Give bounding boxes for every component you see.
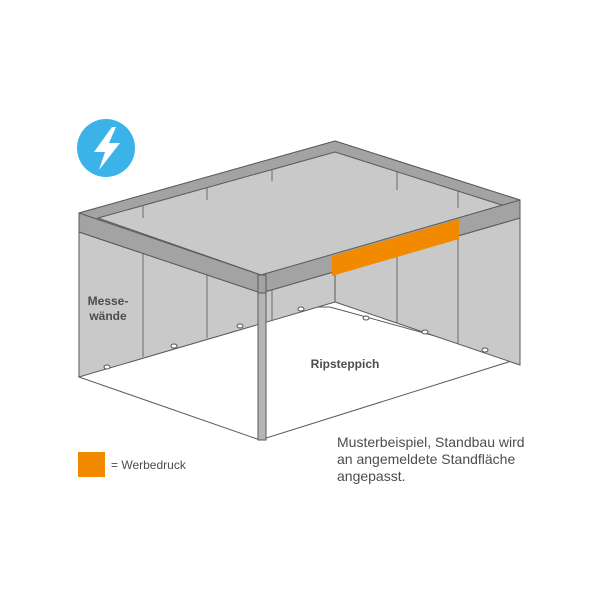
walls-label-line1: Messe-: [88, 294, 129, 308]
caption: Musterbeispiel, Standbau wird an angemel…: [337, 434, 567, 485]
walls-label-line2: wände: [88, 309, 127, 323]
caption-line-3: angepasst.: [337, 468, 406, 484]
lightning-bolt-icon: [77, 119, 135, 177]
corner-post: [257, 292, 267, 441]
caption-line-2: an angemeldete Standfläche: [337, 451, 516, 467]
caption-line-1: Musterbeispiel, Standbau wird: [337, 434, 525, 450]
carpet-label: Ripsteppich: [311, 357, 380, 371]
legend-text: = Werbedruck: [111, 457, 186, 472]
werbedruck-panel: [332, 219, 459, 276]
wall-connectors: [103, 306, 489, 370]
legend-swatch: [78, 452, 105, 477]
legend: = Werbedruck: [78, 452, 186, 477]
